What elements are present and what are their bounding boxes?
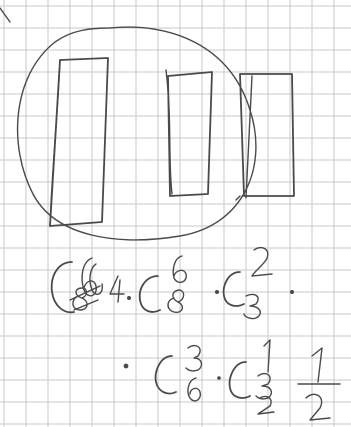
subscript-digit-2 bbox=[257, 395, 275, 415]
handwritten-c-symbol bbox=[222, 271, 245, 307]
right-rectangle-drawing bbox=[239, 73, 295, 197]
handwritten-digit-4 bbox=[109, 275, 125, 303]
superscript-digit-1 bbox=[263, 339, 271, 373]
handwritten-line-2 bbox=[123, 339, 341, 421]
subscript-digit-3 bbox=[243, 293, 261, 320]
handwritten-line-1 bbox=[50, 246, 294, 320]
handwritten-c-symbol bbox=[50, 261, 75, 314]
multiplication-dot bbox=[127, 296, 131, 300]
superscript-digit-3 bbox=[185, 344, 203, 372]
multiplication-dot bbox=[215, 290, 219, 294]
fraction-denominator-2 bbox=[305, 393, 331, 421]
fraction-numerator-1 bbox=[311, 347, 323, 383]
handwritten-c-symbol bbox=[228, 361, 251, 399]
large-circle-drawing bbox=[16, 26, 257, 241]
superscript-digit-2 bbox=[251, 246, 273, 277]
left-rectangle-edge bbox=[49, 59, 61, 227]
right-rectangle-tail bbox=[235, 195, 241, 201]
arrow-fragment bbox=[0, 7, 11, 23]
handwritten-c-symbol bbox=[138, 275, 161, 313]
multiplication-dot bbox=[217, 376, 221, 380]
multiplication-dot bbox=[290, 290, 294, 294]
subscript-digit-3 bbox=[255, 372, 273, 400]
middle-rectangle-edge bbox=[165, 69, 173, 195]
handwritten-digit-8 bbox=[72, 287, 88, 311]
subscript-digit-6 bbox=[187, 377, 202, 402]
handwritten-scribble bbox=[69, 285, 101, 311]
handwritten-c-symbol bbox=[154, 355, 177, 395]
multiplication-dot bbox=[123, 363, 129, 369]
subscript-digit-8 bbox=[167, 289, 185, 314]
superscript-digit-6 bbox=[172, 255, 187, 284]
right-rectangle-inner-line bbox=[245, 75, 253, 199]
